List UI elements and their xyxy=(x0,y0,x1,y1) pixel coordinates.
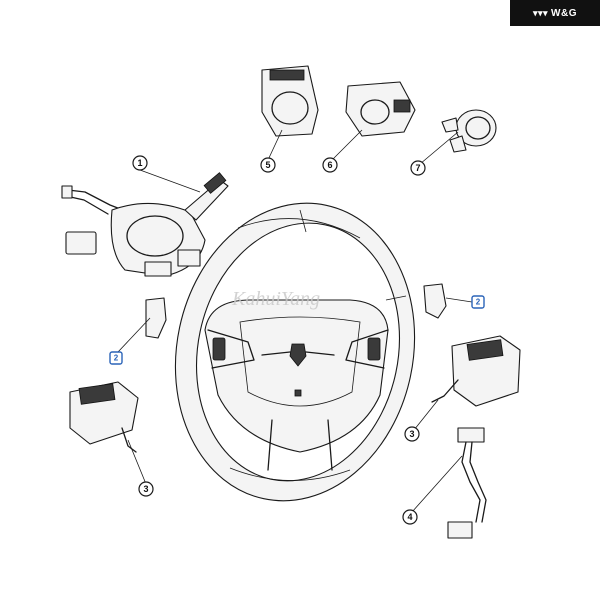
stalk-tip xyxy=(203,172,227,194)
brand-text: W&G xyxy=(551,7,577,19)
leader-1 xyxy=(139,169,201,193)
right-spoke xyxy=(345,329,389,369)
left-trim-clip xyxy=(145,297,167,339)
callout-2-right-label: 2 xyxy=(476,298,481,307)
callout-5: 5 xyxy=(260,157,276,173)
callout-6-label: 6 xyxy=(327,160,332,170)
part-5-housing xyxy=(261,65,319,137)
callout-2-right: 2 xyxy=(471,295,485,309)
harness-wire xyxy=(461,441,481,523)
right-switch-bezel xyxy=(367,337,381,361)
callout-3-right-label: 3 xyxy=(409,429,414,439)
switch-connector-block xyxy=(65,231,97,255)
hub-marker xyxy=(294,389,302,397)
leader-lines xyxy=(117,129,473,513)
right-pad-buttons xyxy=(466,339,504,361)
callout-1-label: 1 xyxy=(137,158,142,168)
leader-2b xyxy=(445,297,473,303)
callout-1: 1 xyxy=(132,155,148,171)
rim-stitch-bottom xyxy=(229,467,351,481)
callout-3-left: 3 xyxy=(138,481,154,497)
airbag-cover xyxy=(239,316,361,407)
clockspring-connector xyxy=(144,261,172,277)
leader-5 xyxy=(267,129,283,161)
housing-top-connector xyxy=(269,69,305,81)
right-trim-clip xyxy=(423,283,447,319)
leader-4 xyxy=(411,455,463,513)
clockspring-bore xyxy=(126,215,184,257)
left-pad-buttons xyxy=(78,383,116,405)
callout-4-label: 4 xyxy=(407,512,412,522)
housing-bore xyxy=(271,91,309,125)
collar-clip xyxy=(441,117,459,133)
collar-tab xyxy=(449,135,467,153)
ram-emblem xyxy=(289,343,307,367)
collar-inner xyxy=(465,116,491,140)
left-switch-pad xyxy=(69,381,139,453)
harness-top-connector xyxy=(457,427,485,443)
callout-3-left-label: 3 xyxy=(143,484,148,494)
callout-4: 4 xyxy=(402,509,418,525)
right-switch-pad xyxy=(431,335,521,407)
callout-5-label: 5 xyxy=(265,160,270,170)
left-switch-bezel xyxy=(212,337,226,361)
switch-harness-wire-2 xyxy=(65,195,109,215)
callout-2-left: 2 xyxy=(109,351,123,365)
module-connector xyxy=(393,99,411,113)
module-bore xyxy=(360,99,390,125)
watermark-text: KahuiYang xyxy=(231,288,320,310)
multifunction-switch-assembly xyxy=(61,172,229,277)
brand-glyph-icon: ▾▾▾ xyxy=(532,7,549,18)
part-4-harness xyxy=(447,427,487,539)
leader-3a xyxy=(127,439,147,485)
leader-7 xyxy=(419,131,459,165)
left-pad-lead xyxy=(121,427,137,453)
leader-2a xyxy=(117,317,151,353)
wiper-switch-connector xyxy=(177,249,201,267)
module-body xyxy=(345,81,416,137)
leader-3b xyxy=(413,399,439,431)
rim-stitch-top xyxy=(237,218,361,239)
callout-3-right: 3 xyxy=(404,426,420,442)
callout-7-label: 7 xyxy=(415,163,420,173)
bottom-spoke xyxy=(267,419,333,471)
callout-7: 7 xyxy=(410,160,426,176)
brand-logo: ▾▾▾ W&G xyxy=(510,0,600,26)
emblem-bar xyxy=(261,351,335,356)
leader-6 xyxy=(331,129,363,161)
rim-seam-top xyxy=(299,209,307,233)
left-spoke xyxy=(207,329,255,369)
harness-wire-2 xyxy=(469,441,487,523)
right-pad-lead xyxy=(431,379,459,403)
callout-6: 6 xyxy=(322,157,338,173)
part-6-module xyxy=(345,81,416,137)
steering-wheel xyxy=(174,202,416,502)
wheel-hub xyxy=(204,299,389,453)
harness-bottom-connector xyxy=(447,521,473,539)
rim-seam-right xyxy=(385,295,407,301)
callout-2-left-label: 2 xyxy=(114,354,119,363)
harness-connector xyxy=(61,185,73,199)
part-7-collar xyxy=(441,109,497,153)
